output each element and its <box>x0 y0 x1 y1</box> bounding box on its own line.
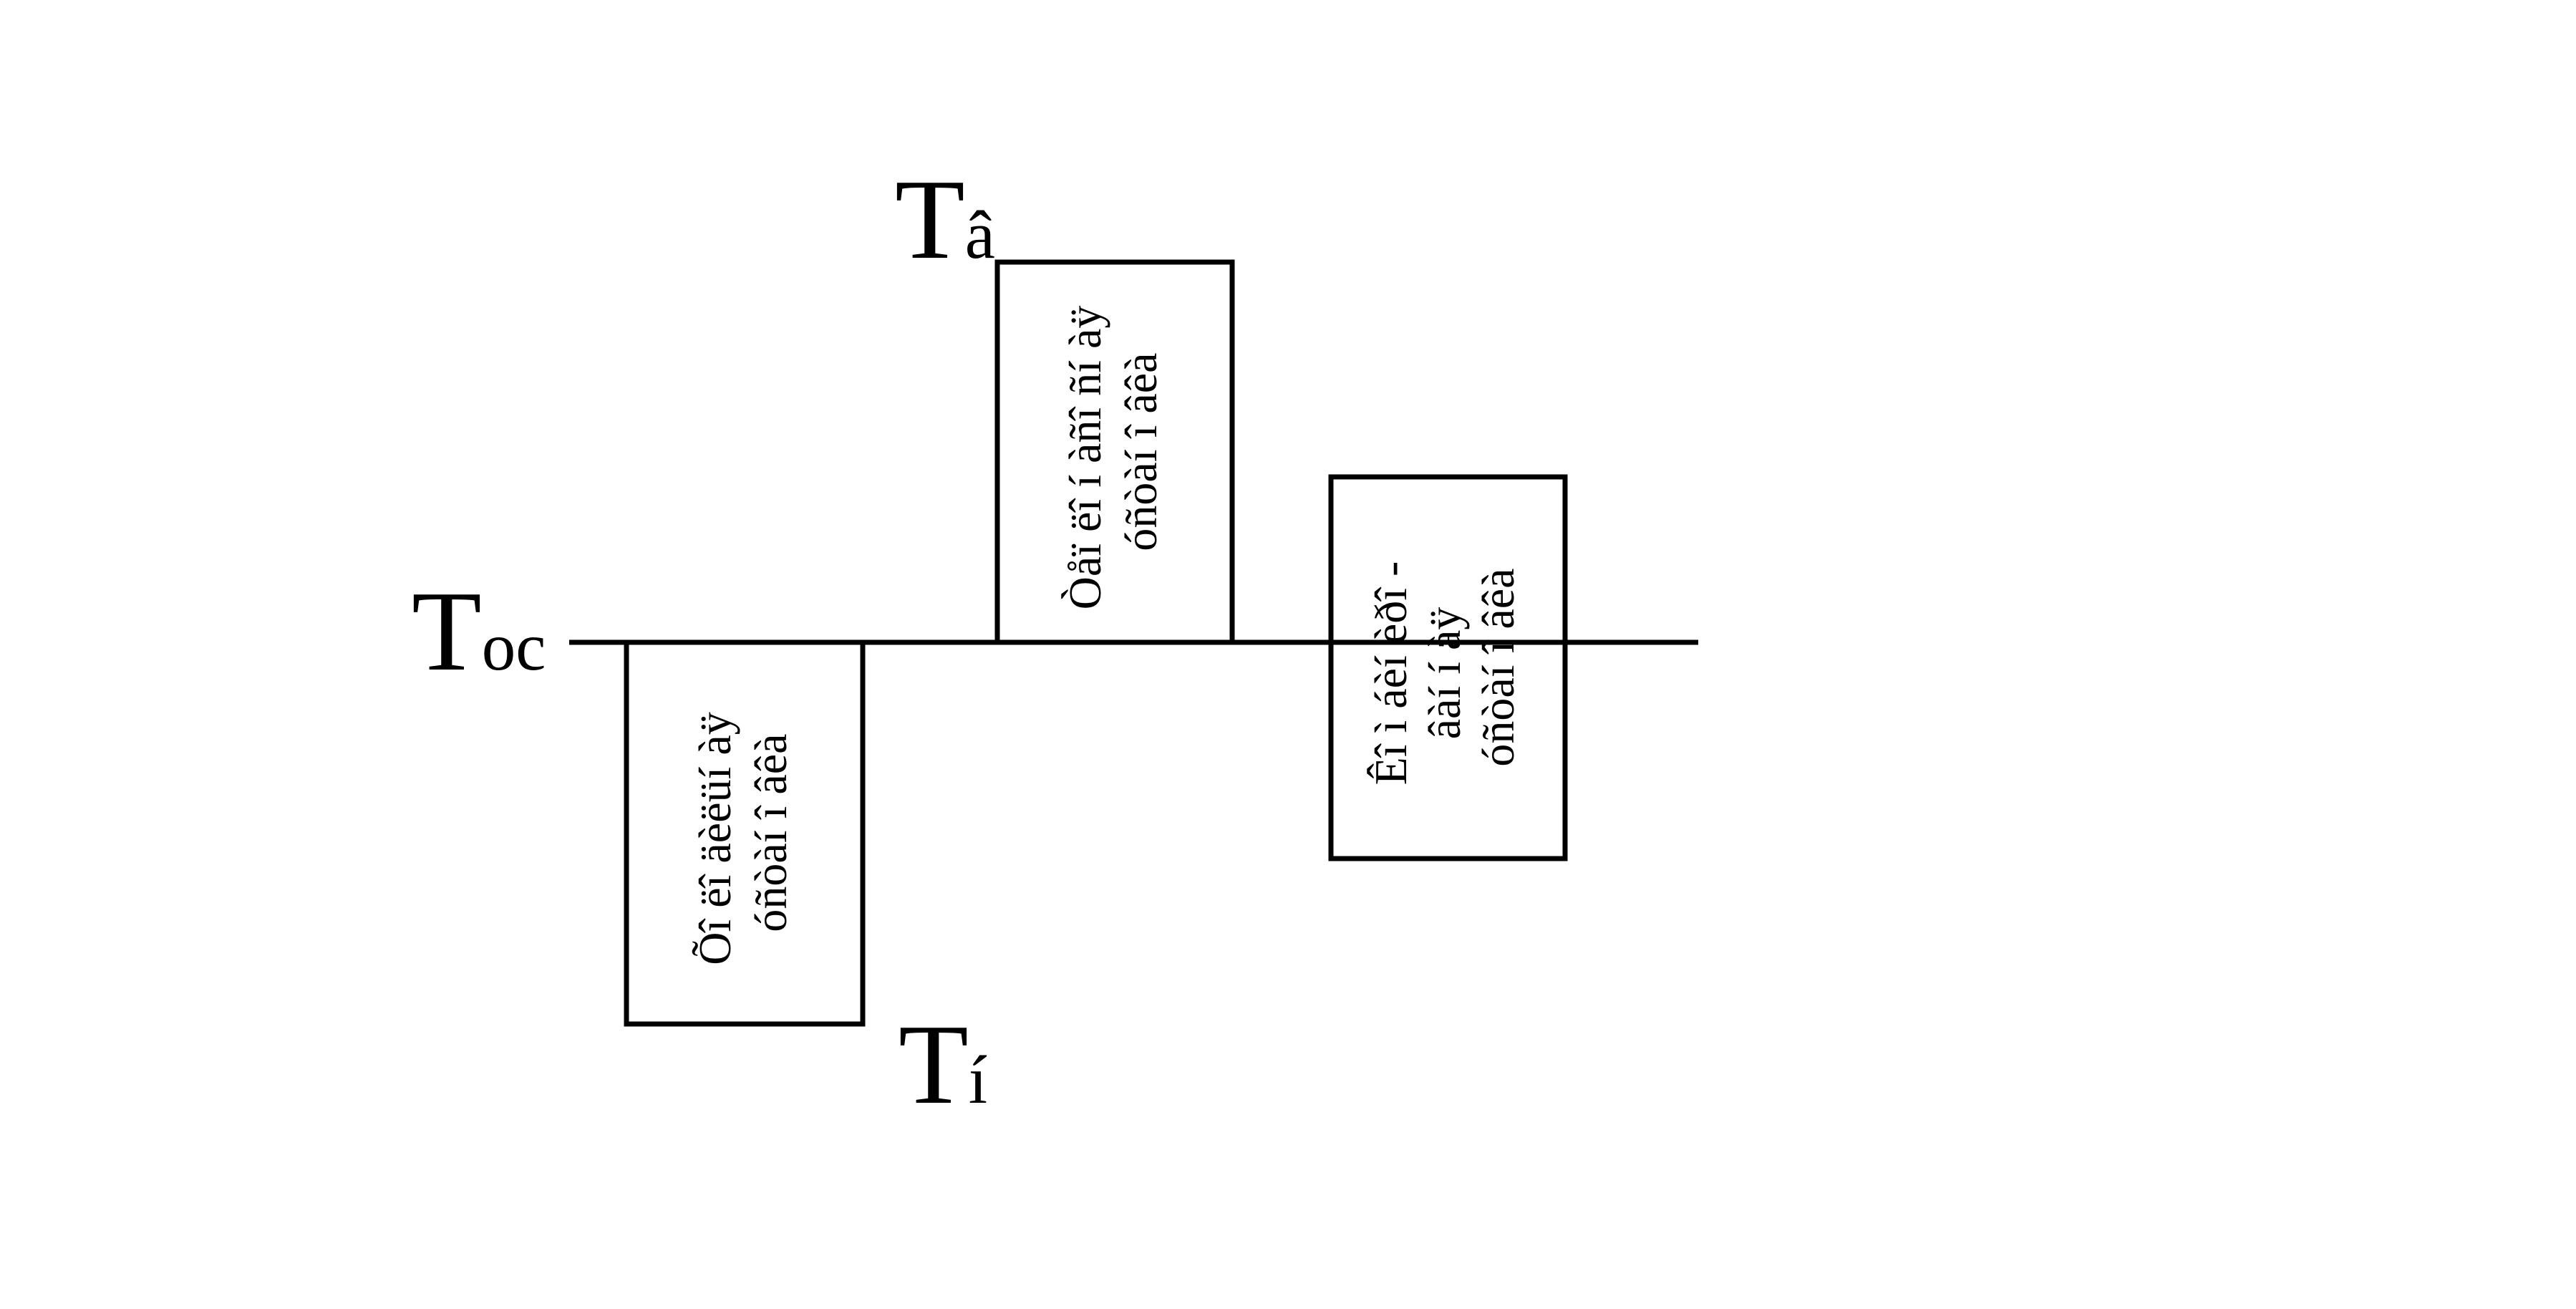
box-down-line-2: óñòàí î âêà <box>745 733 796 932</box>
box-up-text: Òåï ëî í àñî ñí àÿ óñòàí î âêà <box>1060 294 1166 610</box>
level-middle-label: Toc <box>412 567 546 695</box>
box-up-line-1: Òåï ëî í àñî ñí àÿ <box>1060 306 1110 610</box>
box-side-line-3: óñòàí î âêà <box>1473 568 1524 766</box>
box-up <box>994 259 1235 645</box>
svg-text:Òåï ëî í àñî ñí àÿ óñòàí: Òåï ëî í àñî ñí àÿ óñòàí î âêà <box>1060 294 1166 610</box>
level-top-label: Tâ <box>895 155 995 283</box>
box-down-text: Õî ëî äèëüí àÿ óñòàí î âêà <box>689 700 796 965</box>
box-down-line-1: Õî ëî äèëüí àÿ <box>689 712 740 965</box>
box-side-line-1: Êî ì áèí èðî - <box>1365 561 1416 786</box>
box-side <box>1328 474 1568 861</box>
box-down <box>624 639 866 1027</box>
box-side-text: Êî ì áèí èðî - âàí í àÿ óñòàí î âêà <box>1365 550 1524 786</box>
svg-text:Êî ì áèí èðî - âàí í àÿ: Êî ì áèí èðî - âàí í àÿ óñòàí î âêà <box>1365 550 1524 786</box>
level-bottom-label: Tí <box>899 1000 987 1128</box>
box-up-line-2: óñòàí î âêà <box>1115 352 1166 551</box>
box-side-line-2: âàí í àÿ <box>1419 607 1470 740</box>
svg-text:Õî ëî äèëüí àÿ óñòàí î â: Õî ëî äèëüí àÿ óñòàí î âêà <box>689 700 796 965</box>
